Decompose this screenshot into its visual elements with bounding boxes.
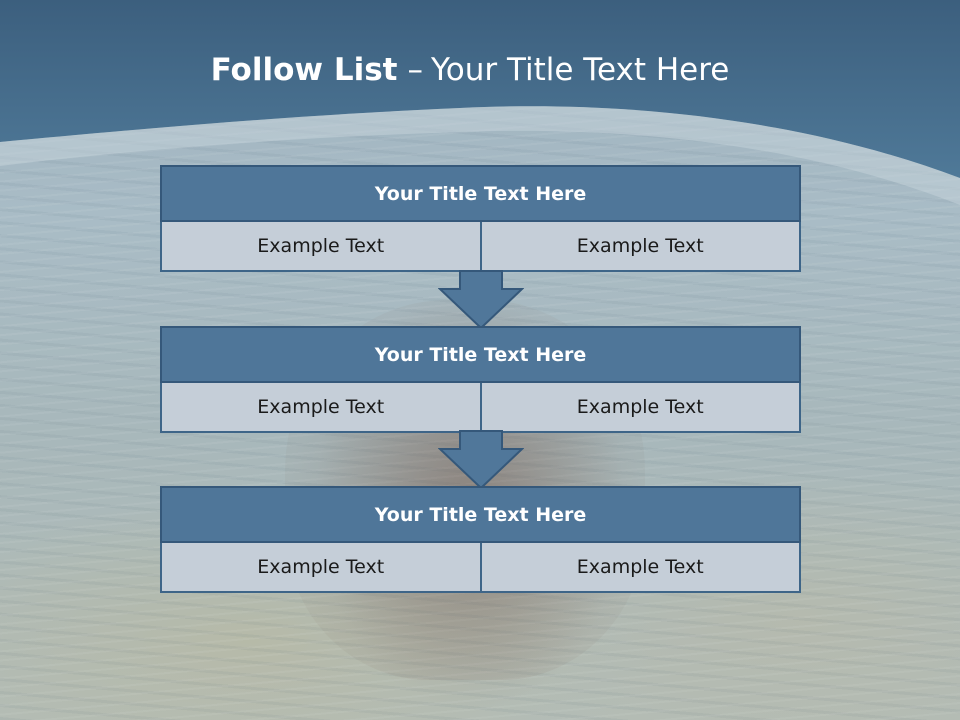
down-arrow-icon xyxy=(438,270,524,330)
title-separator: – xyxy=(407,52,423,88)
list-block-row: Example Text Example Text xyxy=(160,543,801,593)
title-bold-part: Follow List xyxy=(210,52,398,88)
title-rest: Your Title Text Here xyxy=(430,52,730,88)
down-arrow-icon xyxy=(438,430,524,490)
slide-title: Follow List–Your Title Text Here xyxy=(0,52,950,88)
list-block-3: Your Title Text Here Example Text Exampl… xyxy=(160,486,801,593)
list-block-title: Your Title Text Here xyxy=(160,326,801,383)
list-block-cell-left: Example Text xyxy=(160,543,482,593)
list-block-cell-left: Example Text xyxy=(160,383,482,433)
list-block-cell-right: Example Text xyxy=(481,383,801,433)
list-block-cell-left: Example Text xyxy=(160,222,482,272)
list-block-1: Your Title Text Here Example Text Exampl… xyxy=(160,165,801,272)
list-block-title: Your Title Text Here xyxy=(160,486,801,543)
list-block-title: Your Title Text Here xyxy=(160,165,801,222)
list-block-cell-right: Example Text xyxy=(481,222,801,272)
list-block-row: Example Text Example Text xyxy=(160,383,801,433)
list-block-2: Your Title Text Here Example Text Exampl… xyxy=(160,326,801,433)
list-block-cell-right: Example Text xyxy=(481,543,801,593)
list-block-row: Example Text Example Text xyxy=(160,222,801,272)
